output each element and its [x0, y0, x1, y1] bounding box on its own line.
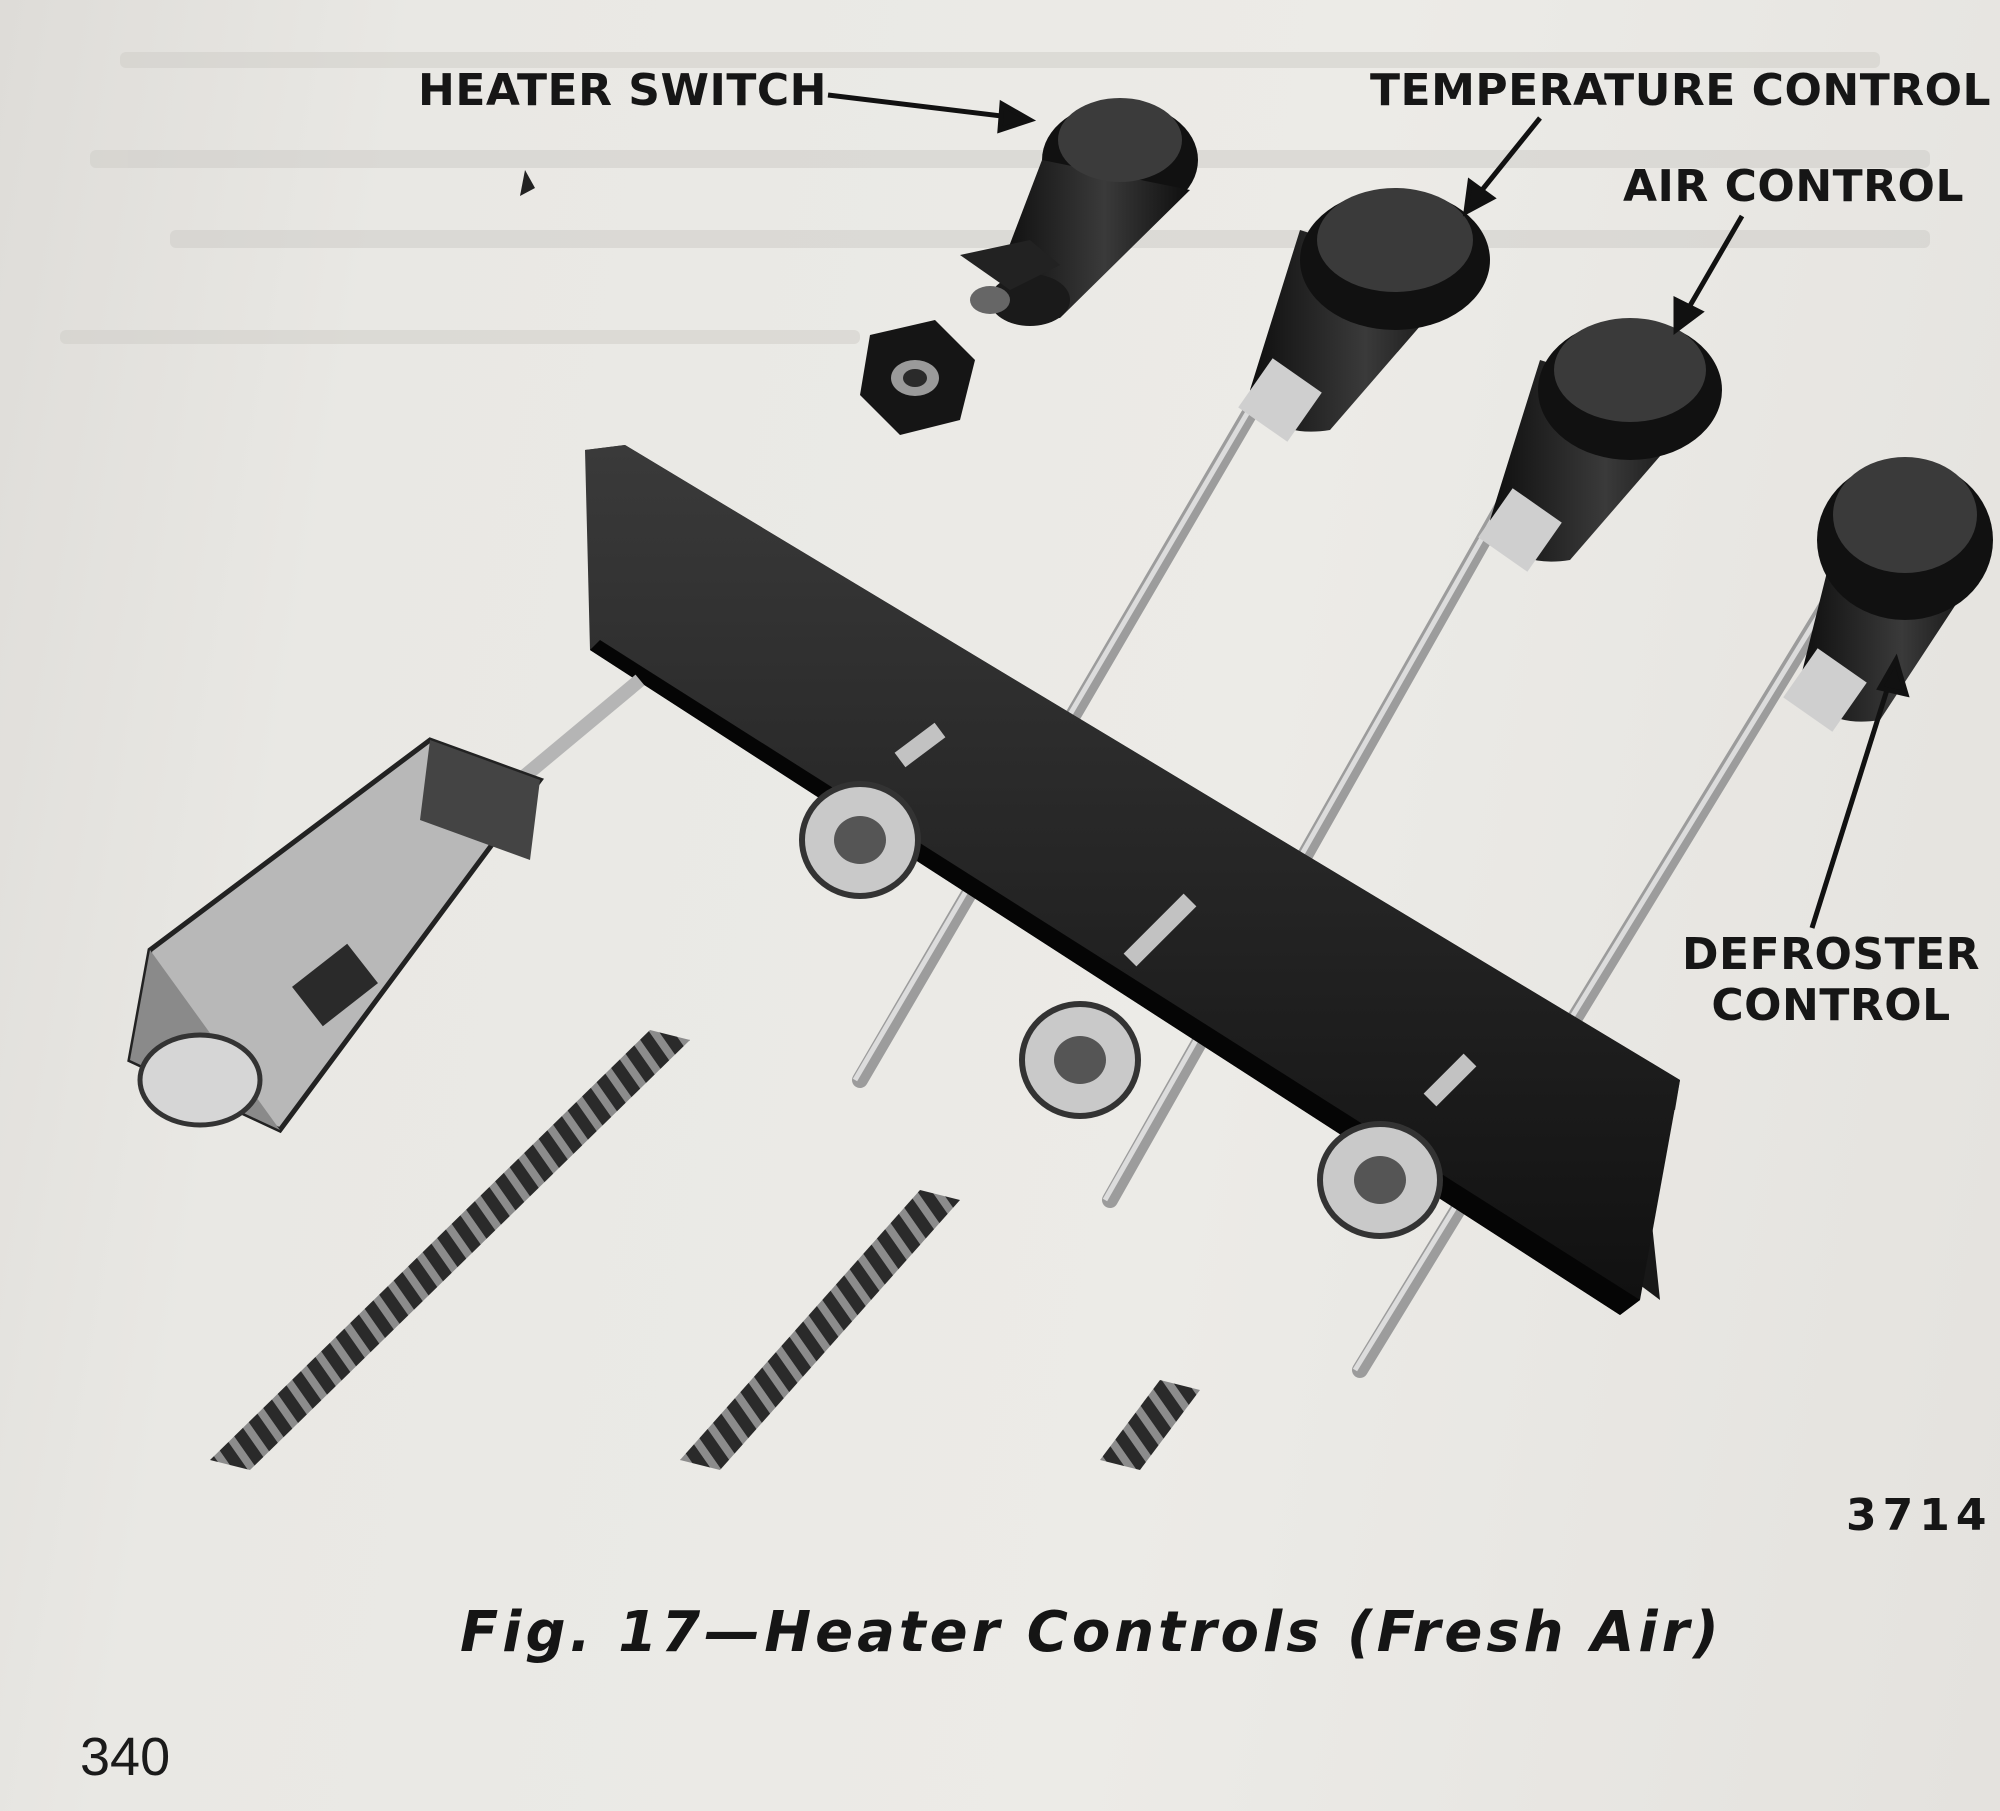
temperature-control-label: TEMPERATURE CONTROL [1370, 65, 1992, 116]
air-control-knob [1478, 318, 1722, 572]
cable-springs [210, 1030, 1200, 1470]
plate-fittings [515, 674, 1477, 1239]
heater-switch-knob [960, 98, 1198, 326]
defroster-control-label: DEFROSTER CONTROL [1682, 929, 1981, 1031]
hex-nut [860, 320, 975, 435]
mounting-plate [585, 445, 1680, 1315]
defroster-label-line1: DEFROSTER [1682, 929, 1981, 980]
air-control-label: AIR CONTROL [1623, 161, 1964, 212]
figure-number: 3714 [1846, 1490, 1993, 1541]
page-number: 340 [80, 1727, 171, 1787]
heater-switch-label: HEATER SWITCH [418, 65, 828, 116]
callout-arrows [827, 92, 1910, 929]
heater-switch-body [127, 737, 545, 1134]
figure-caption: Fig. 17—Heater Controls (Fresh Air) [460, 1600, 1723, 1665]
temperature-control-knob [1238, 188, 1490, 442]
defroster-label-line2: CONTROL [1711, 979, 1951, 1031]
defroster-control-knob [1783, 457, 1993, 732]
